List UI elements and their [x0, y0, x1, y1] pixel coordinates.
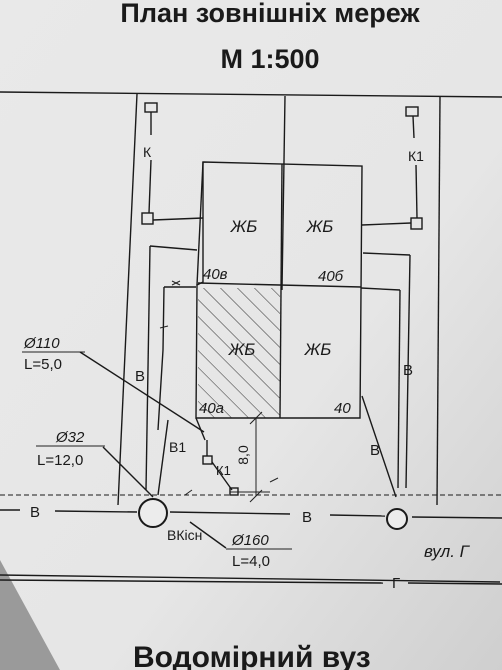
main-line-label-mid: В — [302, 509, 312, 526]
site-line-left — [117, 93, 138, 506]
pipe-32-length: L=12,0 — [37, 452, 83, 469]
pipe-160-diameter: Ø160 — [231, 532, 269, 549]
zb-top-right: ЖБ — [306, 217, 334, 236]
building-label-40v: 40в — [203, 266, 228, 283]
zb-top-left: ЖБ — [230, 217, 258, 236]
manhole-label: ВКісн — [167, 527, 202, 543]
building-split-line — [197, 282, 362, 288]
plan-title: План зовнішніх мереж — [120, 0, 420, 28]
zb-mid-left: ЖБ — [228, 340, 256, 359]
sewer-label-left: К — [143, 144, 152, 160]
bottom-heading: Водомірний вуз — [133, 641, 371, 670]
pipe-32-leader — [102, 446, 154, 498]
pipe-32-diameter: Ø32 — [55, 429, 85, 446]
gas-line — [0, 574, 501, 583]
sewer-label-right: К1 — [408, 148, 424, 164]
water-branch-right — [361, 395, 397, 498]
gas-line-label: Г — [392, 575, 400, 592]
site-line-right — [436, 96, 441, 506]
k1-small-label: К1 — [216, 463, 231, 478]
manhole-right — [386, 508, 408, 530]
frame-top-line — [0, 91, 502, 98]
existing-manhole-vk — [138, 498, 168, 528]
building-center-wall — [279, 163, 283, 419]
building-label-40a: 40а — [199, 400, 224, 417]
sewer-line-right — [412, 115, 415, 139]
zb-mid-right: ЖБ — [304, 340, 332, 359]
hatched-zone — [198, 288, 280, 418]
pipe-110-diameter: Ø110 — [23, 335, 60, 352]
water-label-left: В — [135, 368, 145, 385]
water-label-right: В — [403, 362, 413, 379]
water-line-right — [397, 289, 401, 489]
street-label: вул. Г — [424, 542, 471, 561]
sewer-well-mid-left — [141, 212, 154, 225]
water-label-lower-right: В — [370, 442, 380, 459]
main-line-label-left: В — [30, 504, 40, 521]
branch-b1-line — [157, 419, 169, 496]
main-water-line — [169, 511, 291, 515]
site-line-center — [281, 95, 286, 291]
sewer-well-top-right — [405, 106, 419, 117]
pipe-110-length: L=5,0 — [24, 356, 62, 373]
paper-shadow — [0, 560, 60, 670]
pipe-160-leader — [189, 521, 227, 549]
pipe-160-length: L=4,0 — [232, 553, 270, 570]
plan-scale: М 1:500 — [220, 44, 319, 74]
building-label-40: 40 — [334, 400, 351, 417]
branch-b1-label: В1 — [169, 439, 186, 455]
dimension-label: 8,0 — [235, 445, 251, 465]
building-label-40b: 40б — [318, 268, 344, 285]
pipe-110-leader — [79, 351, 205, 433]
